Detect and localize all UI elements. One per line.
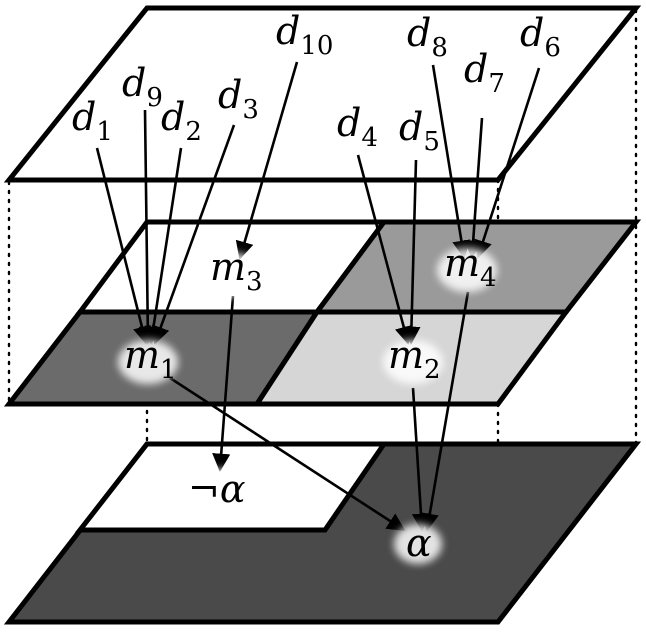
bottom-plane xyxy=(3,441,642,625)
arrow-d7-m4 xyxy=(464,117,484,259)
arrow-d5-m2 xyxy=(402,159,421,345)
label-d6: d6 xyxy=(520,11,561,63)
label-d1: d1 xyxy=(72,95,113,147)
top-plane xyxy=(3,5,642,183)
label-m2: m2 xyxy=(388,333,441,385)
arrow-d9-m1 xyxy=(138,109,157,345)
label-d9: d9 xyxy=(122,61,163,113)
label-glows xyxy=(118,248,497,564)
label-not-alpha: ¬α xyxy=(188,467,246,511)
arrow-m4-alpha xyxy=(420,291,470,532)
label-d3: d3 xyxy=(218,73,259,125)
middle-plane xyxy=(3,219,642,407)
arrows xyxy=(95,61,541,532)
arrow-d1-m1 xyxy=(95,147,151,345)
label-d10: d10 xyxy=(276,9,333,61)
arrow-d3-m1 xyxy=(152,124,236,345)
label-m1: m1 xyxy=(124,333,177,385)
arrow-d2-m1 xyxy=(144,147,183,345)
arrow-d6-m4 xyxy=(474,67,541,259)
label-d7: d7 xyxy=(464,47,505,99)
arrow-m2-alpha xyxy=(411,387,431,532)
label-d2: d2 xyxy=(161,95,202,147)
arrow-m1-alpha xyxy=(169,376,406,532)
label-d8: d8 xyxy=(407,11,448,63)
arrow-d10-m3 xyxy=(235,61,299,260)
label-m3: m3 xyxy=(210,245,263,297)
labels: d1 d9 d2 d3 d10 d4 d5 d8 d7 d6 m3 m4 m1 … xyxy=(72,9,561,565)
arrow-d8-m4 xyxy=(431,64,471,259)
arrow-d4-m2 xyxy=(356,154,413,345)
label-d4: d4 xyxy=(337,101,378,153)
label-alpha: α xyxy=(406,521,432,565)
label-d5: d5 xyxy=(399,105,440,157)
arrow-m3-not-alpha xyxy=(212,295,235,472)
label-m4: m4 xyxy=(444,241,497,293)
